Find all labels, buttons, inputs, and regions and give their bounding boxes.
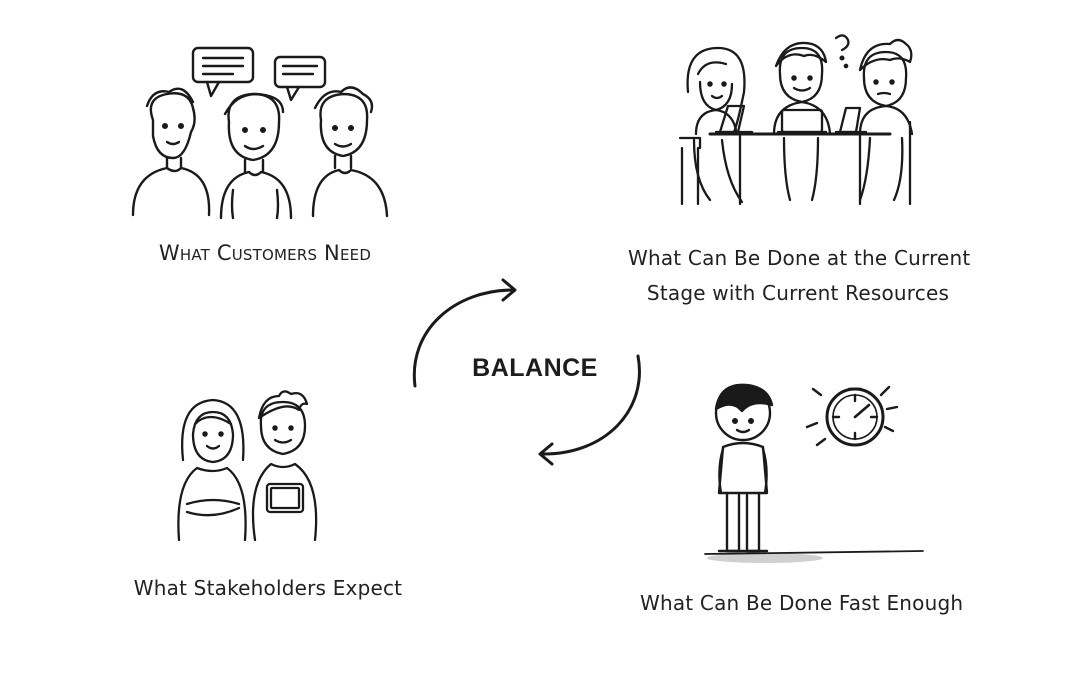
speed-caption: What Can Be Done Fast Enough bbox=[640, 591, 964, 615]
person-icon bbox=[858, 38, 914, 206]
person-icon bbox=[772, 41, 832, 202]
question-mark-icon bbox=[834, 34, 850, 69]
arrow-top-icon bbox=[412, 278, 517, 388]
stakeholders-caption: What Stakeholders Expect bbox=[133, 576, 403, 600]
person-icon bbox=[177, 398, 247, 542]
customers-illustration bbox=[125, 40, 405, 225]
customers-caption: What Customers Need bbox=[158, 241, 372, 265]
person-icon bbox=[219, 92, 293, 220]
speech-bubble-icon bbox=[273, 55, 327, 102]
balance-label: BALANCE bbox=[472, 354, 598, 382]
person-icon bbox=[714, 383, 774, 553]
arrow-bottom-icon bbox=[538, 354, 641, 466]
resources-caption-line1: What Can Be Done at the Current bbox=[628, 246, 971, 270]
stopwatch-icon bbox=[805, 385, 899, 447]
speech-bubble-icon bbox=[191, 46, 255, 98]
cycle-arrows bbox=[400, 270, 660, 480]
stakeholders-illustration bbox=[165, 390, 345, 545]
speed-illustration bbox=[685, 375, 935, 570]
person-icon bbox=[251, 390, 318, 542]
tablet-icon bbox=[265, 482, 305, 514]
resources-caption-line2: Stage with Current Resources bbox=[646, 281, 950, 305]
person-icon bbox=[678, 46, 746, 206]
laptop-icon bbox=[776, 108, 828, 134]
person-icon bbox=[131, 87, 211, 217]
laptop-icon bbox=[714, 104, 754, 134]
team-illustration bbox=[670, 30, 930, 215]
person-icon bbox=[311, 86, 389, 218]
